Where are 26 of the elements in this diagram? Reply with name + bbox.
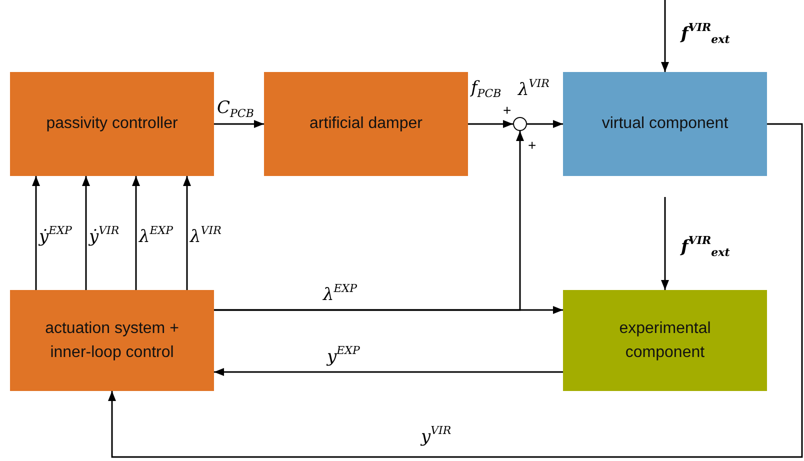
arrow xyxy=(214,120,264,128)
arrow xyxy=(132,176,140,290)
process-block: virtual component xyxy=(563,72,767,176)
edge-label: y$^{EXP}$ xyxy=(326,345,361,366)
summing-junction xyxy=(513,117,527,131)
arrow xyxy=(214,368,563,376)
process-block: passivity controller xyxy=(10,72,214,176)
process-block: experimental component xyxy=(563,290,767,391)
arrow xyxy=(468,120,513,128)
process-block: artificial damper xyxy=(264,72,468,176)
arrow xyxy=(82,176,90,290)
sign-label: + xyxy=(503,103,512,117)
edge-label: ẏ$^{EXP}$ xyxy=(38,225,73,246)
arrow xyxy=(108,123,803,458)
edge-label: f$_{PCB}$ xyxy=(470,80,502,99)
edge-label: y$^{VIR}$ xyxy=(420,425,452,446)
arrow xyxy=(661,197,669,290)
arrow xyxy=(214,131,524,311)
process-block: actuation system + inner-loop control xyxy=(10,290,214,391)
arrow xyxy=(32,176,40,290)
edge-label: C$_{PCB}$ xyxy=(216,100,255,119)
arrow xyxy=(661,0,669,72)
edge-label: ẏ$^{VIR}$ xyxy=(88,225,120,246)
arrow xyxy=(527,120,563,128)
sign-label: + xyxy=(528,138,536,152)
arrow xyxy=(183,176,191,290)
